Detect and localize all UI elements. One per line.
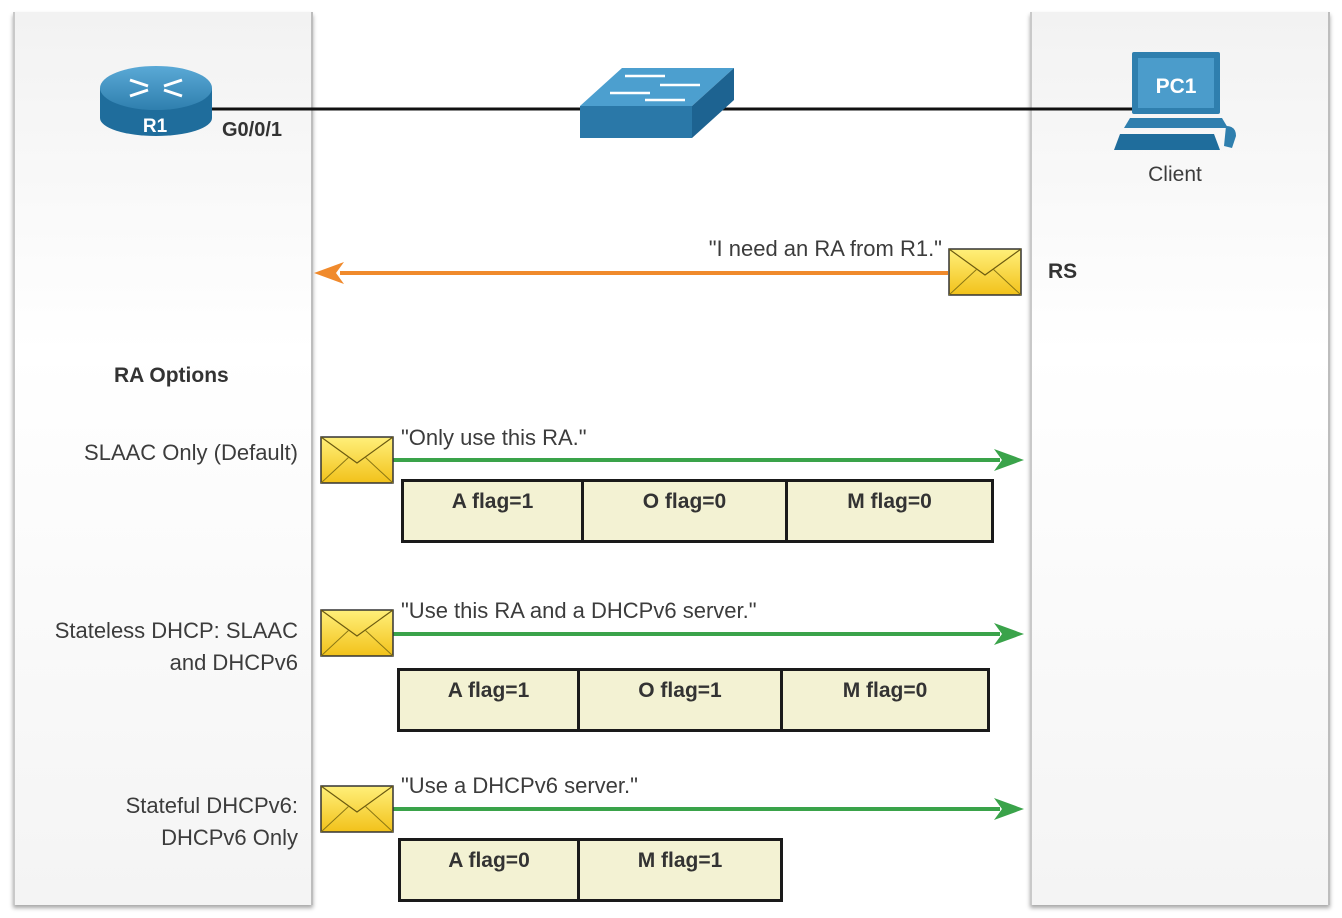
flag-cell: M flag=0 <box>842 679 928 702</box>
ra-envelope-icon-slaac <box>320 436 394 484</box>
rs-label: RS <box>1048 260 1078 283</box>
flag-cell: M flag=0 <box>847 490 932 513</box>
flag-cell: A flag=0 <box>401 841 580 899</box>
ra-envelope-icon-stateful <box>320 785 394 833</box>
router-icon: R1 <box>100 66 212 137</box>
flag-cell: A flag=1 <box>404 482 584 540</box>
rs-envelope-icon <box>948 248 1022 296</box>
router-label: R1 <box>143 116 168 137</box>
flag-cell: O flag=0 <box>584 482 788 540</box>
pc-icon: PC1 <box>1114 52 1236 150</box>
ra-options-heading: RA Options <box>114 364 229 387</box>
option-label-stateful: Stateful DHCPv6: DHCPv6 Only <box>125 793 298 850</box>
pc-label: PC1 <box>1156 75 1197 98</box>
flag-box-stateless: A flag=1 O flag=1 M flag=0 <box>397 668 990 732</box>
rs-quote: "I need an RA from R1." <box>708 236 942 261</box>
flag-cell: M flag=1 <box>637 849 723 872</box>
option-label-slaac: SLAAC Only (Default) <box>84 440 298 465</box>
router-side-panel <box>13 12 313 905</box>
flag-cell: O flag=1 <box>580 671 783 729</box>
flag-box-slaac: A flag=1 O flag=0 M flag=0 <box>401 479 994 543</box>
rs-arrowhead <box>314 262 344 284</box>
option-label-stateless: Stateless DHCP: SLAAC and DHCPv6 <box>54 618 298 675</box>
option-quote-stateless: "Use this RA and a DHCPv6 server." <box>401 598 757 623</box>
switch-icon <box>580 68 734 138</box>
interface-label: G0/0/1 <box>222 119 283 141</box>
flag-box-stateful: A flag=0 M flag=1 <box>398 838 783 902</box>
flag-cell: A flag=1 <box>400 671 580 729</box>
ra-envelope-icon-stateless <box>320 609 394 657</box>
option-quote-stateful: "Use a DHCPv6 server." <box>401 773 638 798</box>
client-side-panel <box>1030 12 1330 905</box>
option-quote-slaac: "Only use this RA." <box>401 425 587 450</box>
client-label: Client <box>1148 163 1202 186</box>
